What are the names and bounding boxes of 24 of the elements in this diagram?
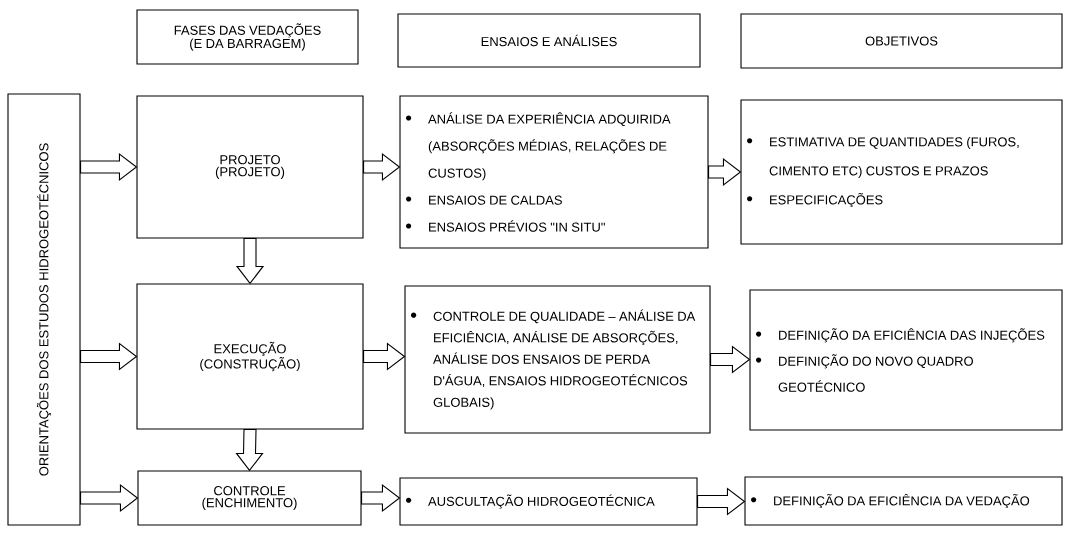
- block-arrow: [710, 345, 751, 374]
- header-box: FASES DAS VEDAÇÕES (E DA BARRAGEM): [136, 9, 359, 65]
- block-arrow: [361, 483, 401, 513]
- block-arrow: [235, 238, 265, 285]
- bullet-list-box: ANÁLISE DA EXPERIÊNCIA ADQUIRIDA (ABSORÇÕES MÉDIAS, RELAÇÕES DE CUSTOS) ENSAIOS DE CALDAS ENSAIOS PRÉVIOS "IN SITU": [399, 95, 709, 249]
- block-arrow: [363, 152, 401, 182]
- bullet-list-box: ESTIMATIVA DE QUANTIDADES (FUROS, CIMENTO ETC) CUSTOS E PRAZOS ESPECIFICAÇÕES: [740, 99, 1063, 245]
- block-arrow: [80, 152, 138, 182]
- side-box: ORIENTAÇÕES DOS ESTUDOS HIDROGEOTÉCNICOS: [7, 93, 81, 526]
- header-box: ENSAIOS E ANÁLISES: [397, 13, 701, 68]
- block-arrow: [80, 342, 138, 371]
- bullet-list-box: CONTROLE DE QUALIDADE – ANÁLISE DA EFICIÊNCIA, ANÁLISE DE ABSORÇÕES, ANÁLISE DOS ENSAIOS DE PERDA D'ÁGUA, ENSAIOS HIDROGEOTÉCNICOS GLOBAIS): [404, 285, 711, 434]
- bullet-list-box: AUSCULTAÇÃO HIDROGEOTÉCNICA: [399, 477, 698, 526]
- block-arrow: [697, 487, 746, 516]
- bullet-list-box: DEFINIÇÃO DA EFICIÊNCIA DA VEDAÇÃO: [744, 476, 1063, 526]
- block-arrow: [235, 429, 264, 472]
- phase-box: PROJETO (PROJETO): [136, 95, 364, 239]
- block-arrow: [363, 342, 406, 371]
- phase-box: EXECUÇÃO (CONSTRUÇÃO): [136, 283, 364, 430]
- phase-box: CONTROLE (ENCHIMENTO): [137, 470, 362, 526]
- block-arrow: [708, 157, 742, 187]
- header-box: OBJETIVOS: [740, 13, 1063, 69]
- block-arrow: [80, 483, 139, 513]
- bullet-list-box: DEFINIÇÃO DA EFICIÊNCIA DAS INJEÇÕES DEFINIÇÃO DO NOVO QUADRO GEOTÉCNICO: [749, 289, 1063, 431]
